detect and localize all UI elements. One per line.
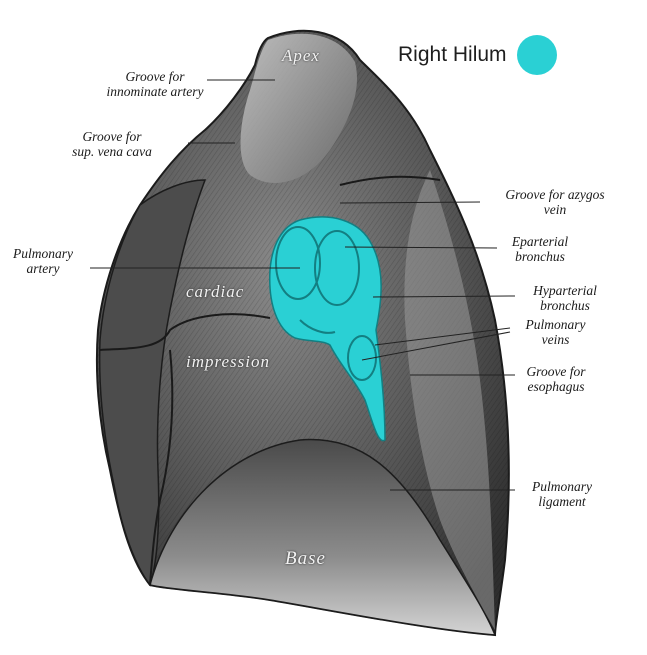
posterior-border [404, 170, 495, 630]
cardiac-label: cardiac [186, 282, 245, 301]
legend-swatch [516, 35, 557, 75]
base-label: Base [285, 548, 326, 569]
legend-label: Right Hilum [398, 43, 507, 66]
impression-label: impression [186, 352, 270, 371]
apex-region [240, 33, 358, 183]
apex-label: Apex [282, 46, 320, 65]
hilum-region [269, 216, 386, 442]
base-region [149, 438, 497, 636]
legend: Right Hilum [398, 35, 557, 75]
anterior-border [98, 179, 207, 587]
